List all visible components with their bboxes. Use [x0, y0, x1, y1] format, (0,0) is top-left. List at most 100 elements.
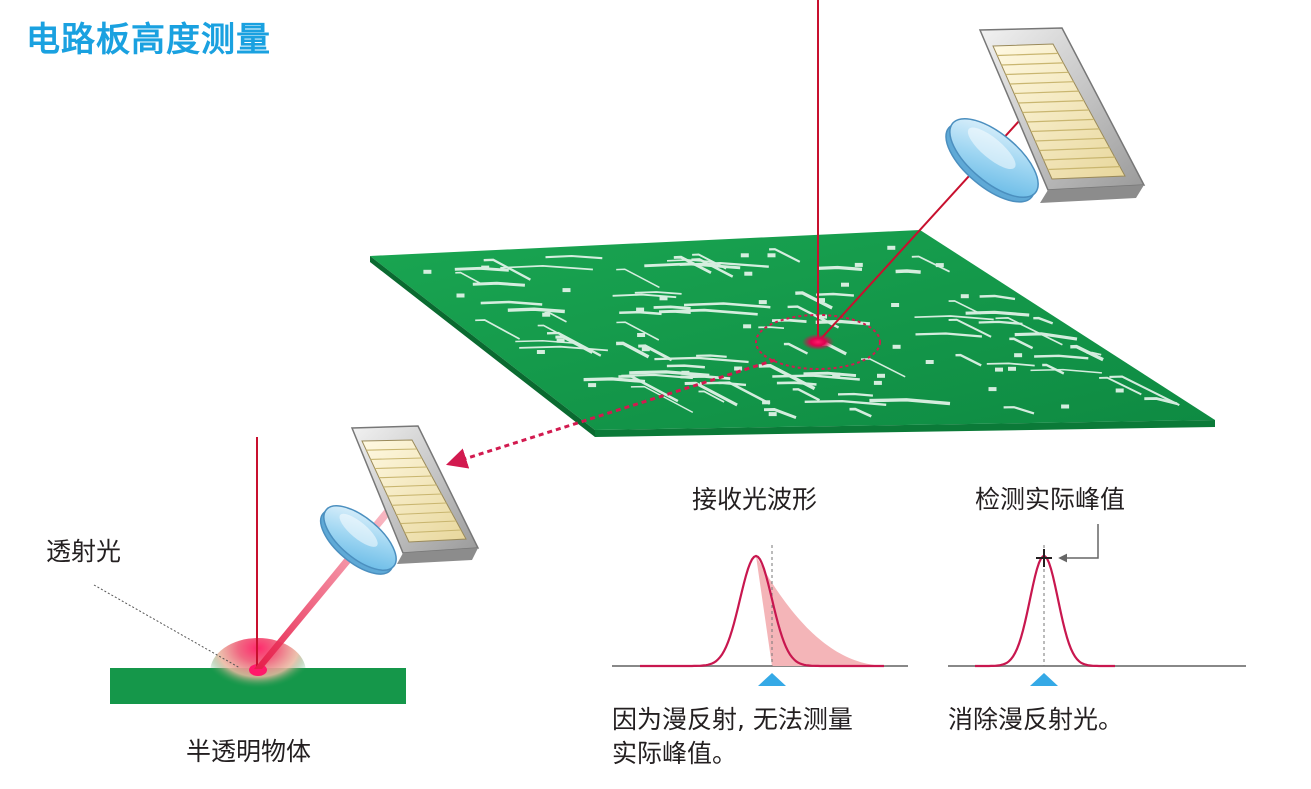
sensor-stripe [1047, 166, 1120, 171]
pcb-pad [819, 314, 827, 319]
sensor-stripe [379, 475, 432, 479]
pcb-pad [562, 288, 571, 293]
pcb-trace [1109, 375, 1180, 407]
label-transmitted-light: 透射光 [46, 537, 122, 566]
pcb-pad [734, 366, 743, 371]
pcb-trace [638, 344, 673, 362]
pcb-pad [1115, 388, 1124, 393]
pcb-trace [792, 388, 821, 402]
sensor-stripe [1043, 156, 1115, 161]
pcb-pad [935, 263, 944, 268]
peak-marker-triangle [1030, 673, 1058, 686]
pcb-trace [630, 385, 694, 414]
pcb-trace [699, 381, 747, 387]
sensor-stripe [1039, 147, 1110, 152]
pcb-trace [763, 408, 797, 419]
pcb-trace [507, 307, 565, 314]
pcb-pad [925, 360, 934, 364]
pcb-trace [837, 392, 873, 397]
waveform-received [612, 545, 908, 686]
waveform-detected [948, 524, 1246, 686]
pcb-trace [472, 281, 526, 287]
pcb-trace [769, 248, 801, 263]
pcb-trace [644, 262, 741, 270]
pcb-trace [692, 253, 727, 270]
sensor-stripe [1026, 118, 1095, 123]
pcb-trace [616, 321, 660, 341]
pcb-pad [841, 282, 849, 287]
pcb-pad [1014, 353, 1023, 358]
pcb-trace [545, 254, 603, 260]
pcb-trace [454, 266, 509, 272]
pcb-trace [1099, 376, 1142, 396]
pcb-trace [948, 318, 992, 338]
pcb-trace [634, 291, 682, 295]
pcb-pad [758, 300, 767, 305]
sensor-stripe [396, 511, 452, 516]
pcb-trace [1070, 344, 1104, 362]
pcb-pad [637, 333, 646, 337]
pcb-trace [955, 353, 982, 367]
pcb-pad [681, 370, 690, 375]
bottom-sensor [350, 425, 480, 564]
pcb-trace [914, 315, 994, 321]
pcb-trace [783, 342, 809, 355]
pcb-pad [891, 303, 900, 307]
pcb-trace [483, 258, 531, 281]
pcb-pad [423, 269, 432, 274]
pcb-trace [978, 320, 1023, 326]
pcb-pad [877, 373, 885, 378]
sensor-stripe [1014, 90, 1079, 95]
label-detect-actual-peak: 检测实际峰值 [975, 485, 1126, 514]
pcb-trace [619, 310, 662, 316]
pcb-trace [629, 370, 710, 377]
pcb-pad [873, 380, 882, 385]
detected-waveform-curve [975, 555, 1115, 668]
pcb-pad [641, 347, 650, 352]
pcb-trace [787, 305, 840, 329]
pcb-trace [795, 291, 833, 310]
sensor-stripe [997, 52, 1059, 57]
pcb-trace [915, 332, 982, 338]
sensor-stripe [1005, 71, 1069, 76]
pcb-pad [1008, 366, 1016, 371]
pcb-trace [673, 255, 712, 274]
pcb-pad [960, 294, 969, 299]
pcb-pad [636, 307, 645, 312]
pcb-trace [616, 268, 660, 289]
sensor-stripe [1009, 81, 1074, 85]
top-sensor [978, 27, 1146, 203]
pcb-trace [519, 345, 608, 352]
pcb-pad [817, 298, 825, 303]
pcb-pad [762, 400, 771, 405]
pcb-trace [1144, 397, 1178, 406]
bottom-lens [319, 505, 397, 575]
sensor-stripe [383, 484, 437, 488]
pcb-trace [849, 407, 872, 418]
pcb-trace [1042, 363, 1065, 375]
pcb-pad [743, 324, 752, 329]
pcb-trace [1003, 406, 1035, 415]
pcb-trace [475, 319, 521, 340]
sensor-stripe [370, 457, 422, 460]
pcb-trace [776, 381, 817, 386]
sensor-stripe [374, 466, 427, 470]
pcb-trace [803, 371, 857, 378]
caption-left-line2: 实际峰值。 [612, 739, 738, 768]
pcb-trace [546, 331, 602, 357]
pcb-trace [1034, 354, 1089, 360]
pcb-trace [979, 294, 1016, 301]
pcb-trace [895, 269, 921, 274]
pcb-trace [683, 302, 771, 309]
pcb-pad [995, 367, 1003, 372]
pcb-trace [817, 265, 863, 271]
pcb-trace [948, 300, 981, 315]
pcb-trace [653, 305, 691, 310]
pcb-trace [771, 318, 807, 323]
pcb-trace [696, 354, 727, 358]
pcb-trace [869, 398, 951, 406]
sensor-stripe [1030, 128, 1100, 133]
pcb-trace [583, 377, 646, 384]
peak-crosshair [1036, 549, 1052, 567]
circuit-board [370, 230, 1215, 437]
